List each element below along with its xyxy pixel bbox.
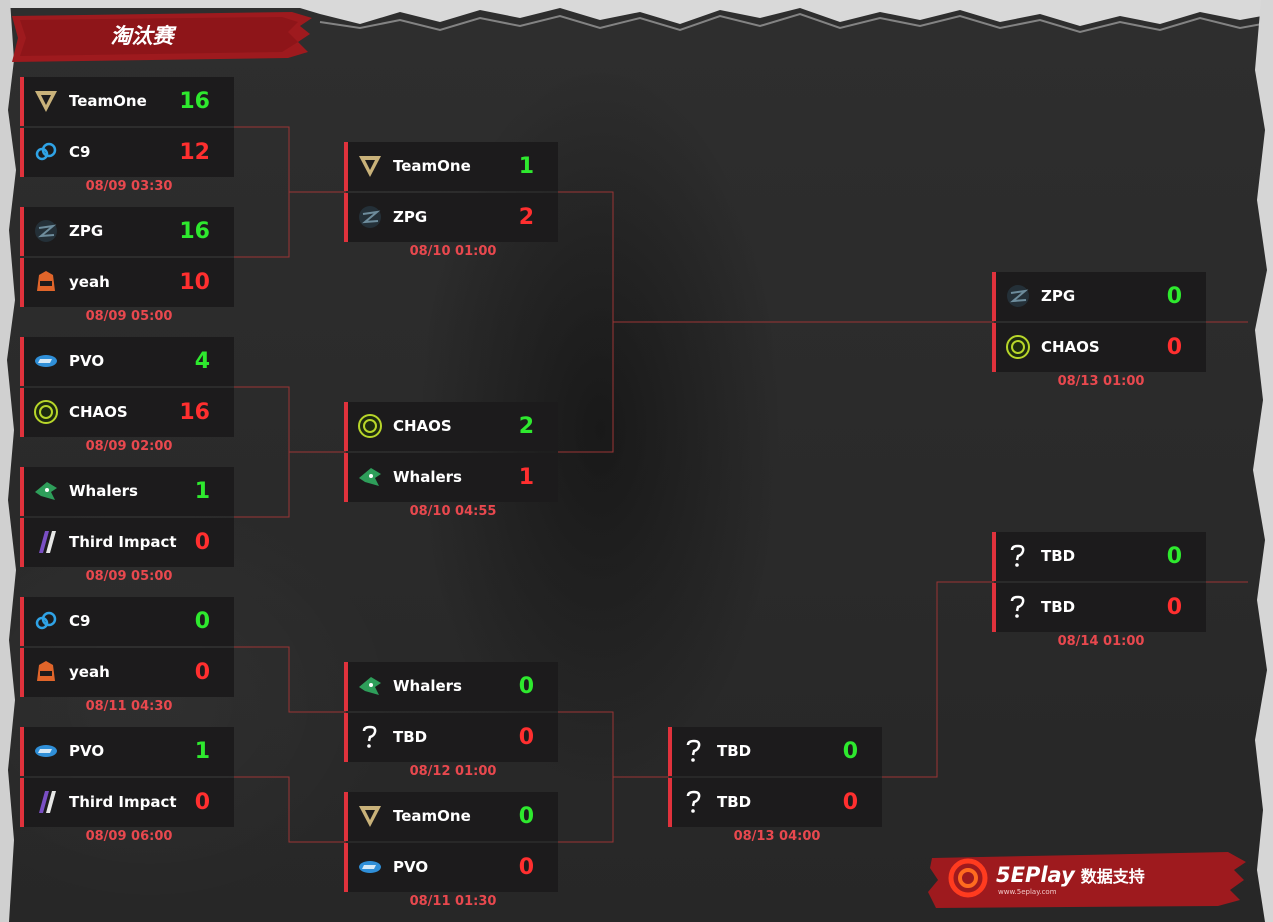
match-date: 08/13 01:00 <box>1057 374 1145 389</box>
connector-r1-c <box>234 646 346 713</box>
match-card[interactable]: ZPG 0 CHAOS 0 08/13 01:00 <box>992 272 1206 389</box>
team-row[interactable]: PVO 4 <box>20 337 234 386</box>
team-row[interactable]: ZPG 2 <box>344 193 558 242</box>
zpg-logo-icon <box>1005 283 1031 309</box>
connector-r2-lower <box>558 711 614 843</box>
team-row[interactable]: TeamOne 0 <box>344 792 558 841</box>
match-date: 08/11 01:30 <box>409 894 497 909</box>
match-date: 08/09 05:00 <box>85 569 173 584</box>
match-date: 08/10 01:00 <box>409 244 497 259</box>
connector-r3 <box>882 581 994 778</box>
match-date: 08/12 01:00 <box>409 764 497 779</box>
match-card[interactable]: PVO 1 Third Impact 0 08/09 06:00 <box>20 727 234 844</box>
match-card[interactable]: TBD 0 TBD 0 08/14 01:00 <box>992 532 1206 649</box>
c9-logo-icon <box>33 139 59 165</box>
team-row[interactable]: C9 12 <box>20 128 234 177</box>
match-date: 08/11 04:30 <box>85 699 173 714</box>
connector-r1-b <box>234 386 290 518</box>
match-card[interactable]: TBD 0 TBD 0 08/13 04:00 <box>668 727 882 844</box>
pvo-logo-icon <box>33 738 59 764</box>
match-card[interactable]: TeamOne 0 PVO 0 08/11 01:30 <box>344 792 558 909</box>
sponsor-url: www.5eplay.com <box>998 888 1057 896</box>
team-row[interactable]: CHAOS 16 <box>20 388 234 437</box>
team-row[interactable]: TeamOne 16 <box>20 77 234 126</box>
team-row[interactable]: Whalers 1 <box>20 467 234 516</box>
c9-logo-icon <box>33 608 59 634</box>
match-date: 08/09 05:00 <box>85 309 173 324</box>
match-date: 08/13 04:00 <box>733 829 821 844</box>
teamone-logo-icon <box>357 803 383 829</box>
third-impact-logo-icon <box>33 789 59 815</box>
third-impact-logo-icon <box>33 529 59 555</box>
team-row[interactable]: TBD 0 <box>992 583 1206 632</box>
zpg-logo-icon <box>33 218 59 244</box>
team-row[interactable]: TBD 0 <box>992 532 1206 581</box>
teamone-logo-icon <box>357 153 383 179</box>
team-row[interactable]: TBD 0 <box>668 727 882 776</box>
team-row[interactable]: ZPG 16 <box>20 207 234 256</box>
zpg-logo-icon <box>357 204 383 230</box>
team-row[interactable]: TBD 0 <box>344 713 558 762</box>
question-mark-icon <box>681 789 707 815</box>
team-row[interactable]: Third Impact 0 <box>20 778 234 827</box>
chaos-logo-icon <box>357 413 383 439</box>
torn-edge-right <box>1253 0 1273 922</box>
team-row[interactable]: PVO 1 <box>20 727 234 776</box>
whalers-logo-icon <box>357 673 383 699</box>
match-date: 08/09 03:30 <box>85 179 173 194</box>
whalers-logo-icon <box>357 464 383 490</box>
match-card[interactable]: C9 0 yeah 0 08/11 04:30 <box>20 597 234 714</box>
chaos-logo-icon <box>1005 334 1031 360</box>
teamone-logo-icon <box>33 88 59 114</box>
team-row[interactable]: C9 0 <box>20 597 234 646</box>
torn-edge-left <box>0 0 16 922</box>
team-row[interactable]: Whalers 1 <box>344 453 558 502</box>
connector-r2-upper <box>558 191 614 453</box>
team-row[interactable]: CHAOS 2 <box>344 402 558 451</box>
connector-r1-a <box>234 126 290 258</box>
pvo-logo-icon <box>33 348 59 374</box>
team-row[interactable]: Whalers 0 <box>344 662 558 711</box>
question-mark-icon <box>1005 594 1031 620</box>
match-card[interactable]: TeamOne 1 ZPG 2 08/10 01:00 <box>344 142 558 259</box>
team-row[interactable]: ZPG 0 <box>992 272 1206 321</box>
match-card[interactable]: Whalers 0 TBD 0 08/12 01:00 <box>344 662 558 779</box>
match-card[interactable]: Whalers 1 Third Impact 0 08/09 05:00 <box>20 467 234 584</box>
team-row[interactable]: Third Impact 0 <box>20 518 234 567</box>
chaos-logo-icon <box>33 399 59 425</box>
torn-edge-top <box>0 0 1273 34</box>
title-banner: 淘汰赛 <box>12 12 312 64</box>
team-row[interactable]: TBD 0 <box>668 778 882 827</box>
page-title: 淘汰赛 <box>110 24 174 48</box>
match-card[interactable]: TeamOne 16 C9 12 08/09 03:30 <box>20 77 234 194</box>
match-card[interactable]: ZPG 16 yeah 10 08/09 05:00 <box>20 207 234 324</box>
question-mark-icon <box>681 738 707 764</box>
match-date: 08/09 06:00 <box>85 829 173 844</box>
5eplay-logo-icon <box>948 858 988 898</box>
question-mark-icon <box>357 724 383 750</box>
yeah-logo-icon <box>33 659 59 685</box>
match-date: 08/14 01:00 <box>1057 634 1145 649</box>
match-date: 08/10 04:55 <box>409 504 497 519</box>
yeah-logo-icon <box>33 269 59 295</box>
whalers-logo-icon <box>33 478 59 504</box>
match-card[interactable]: PVO 4 CHAOS 16 08/09 02:00 <box>20 337 234 454</box>
question-mark-icon <box>1005 543 1031 569</box>
match-date: 08/09 02:00 <box>85 439 173 454</box>
team-row[interactable]: CHAOS 0 <box>992 323 1206 372</box>
team-row[interactable]: TeamOne 1 <box>344 142 558 191</box>
team-row[interactable]: yeah 0 <box>20 648 234 697</box>
match-card[interactable]: CHAOS 2 Whalers 1 08/10 04:55 <box>344 402 558 519</box>
team-row[interactable]: PVO 0 <box>344 843 558 892</box>
pvo-logo-icon <box>357 854 383 880</box>
team-row[interactable]: yeah 10 <box>20 258 234 307</box>
connector-r1-d <box>234 776 346 843</box>
